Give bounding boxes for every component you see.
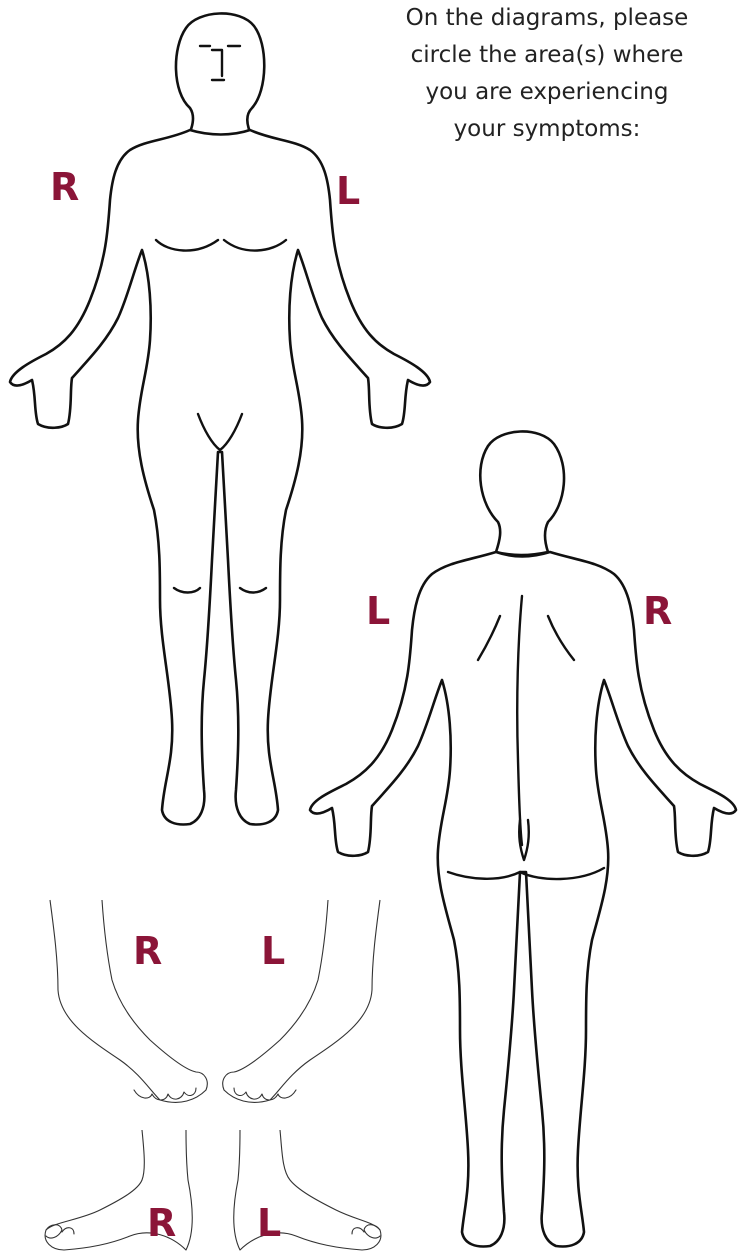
foot-bottom-left[interactable] bbox=[234, 1130, 381, 1250]
feet-top-left-label: L bbox=[261, 932, 285, 970]
back-right-label: R bbox=[643, 592, 672, 630]
front-right-label: R bbox=[50, 168, 79, 206]
foot-top-right[interactable] bbox=[50, 900, 207, 1102]
feet-top-right-label: R bbox=[133, 932, 162, 970]
back-left-label: L bbox=[366, 592, 390, 630]
foot-top-left[interactable] bbox=[223, 900, 380, 1102]
feet-bottom-right-label: R bbox=[147, 1204, 176, 1242]
feet-bottom-left-label: L bbox=[257, 1204, 281, 1242]
front-left-label: L bbox=[336, 172, 360, 210]
